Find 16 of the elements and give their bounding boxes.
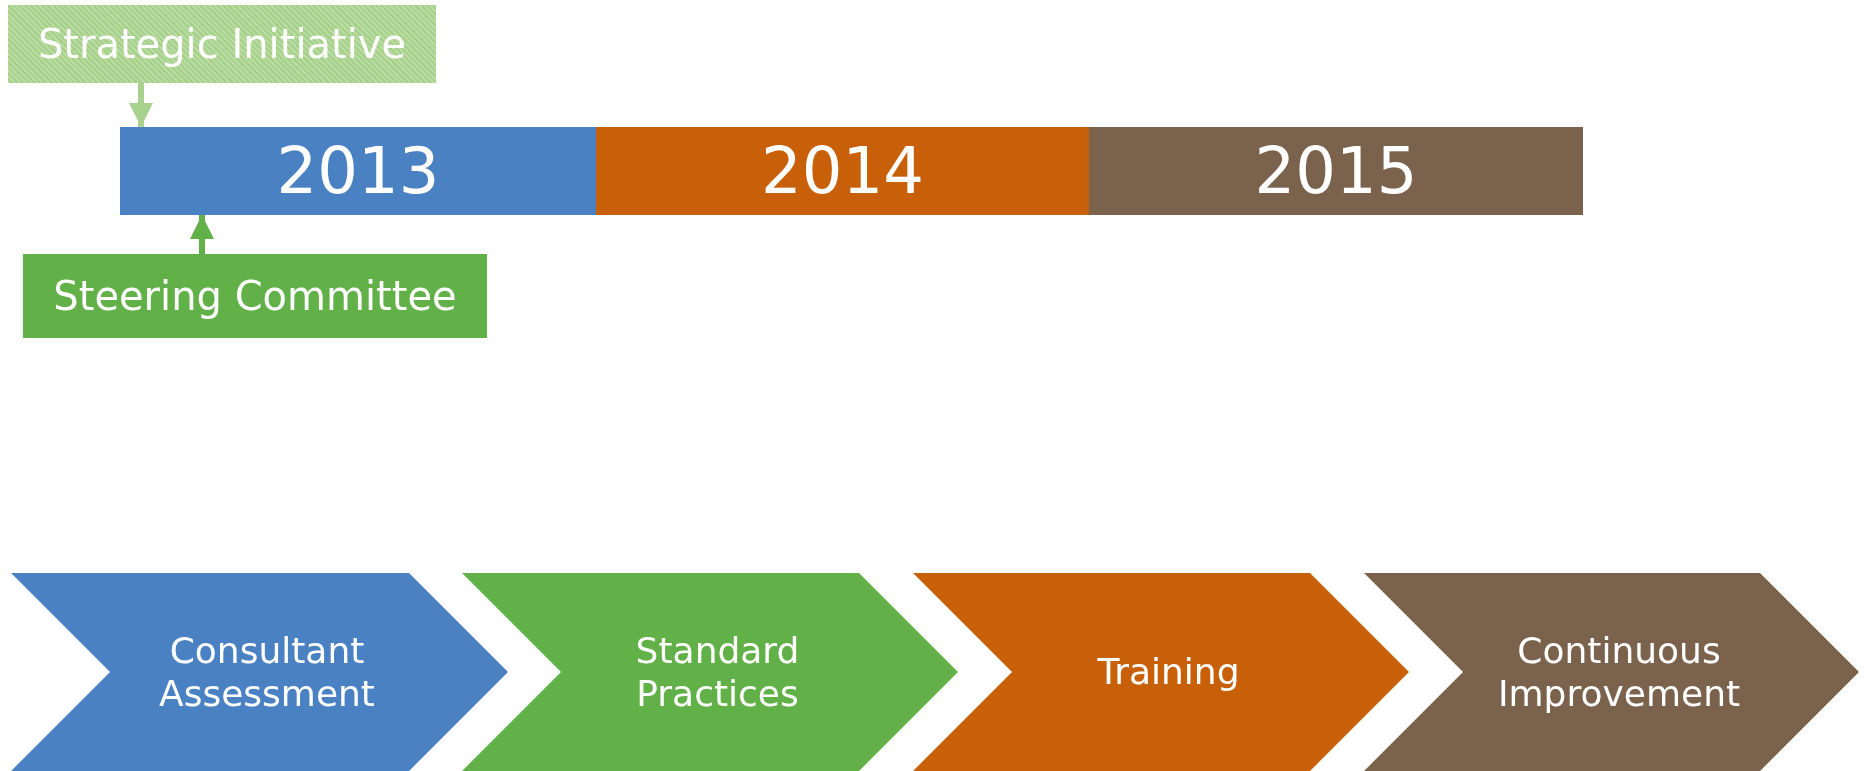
year-label: 2013 [276,132,440,210]
year-bar [120,127,596,215]
step-label: Training [1097,650,1240,694]
box-label: Strategic Initiative [37,20,407,68]
step-label: Consultant Assessment [158,628,376,716]
step-label: Continuous Improvement [1496,628,1742,716]
arrow [129,83,153,127]
committee-box [23,254,487,338]
year-bar [1089,127,1583,215]
year-label: 2014 [761,132,924,210]
box-label: Steering Committee [53,272,457,320]
year-bar [596,127,1089,215]
arrow [190,215,214,254]
step-label: Standard Practices [634,628,801,716]
year-label: 2015 [1254,132,1418,210]
initiative-box [8,5,436,83]
